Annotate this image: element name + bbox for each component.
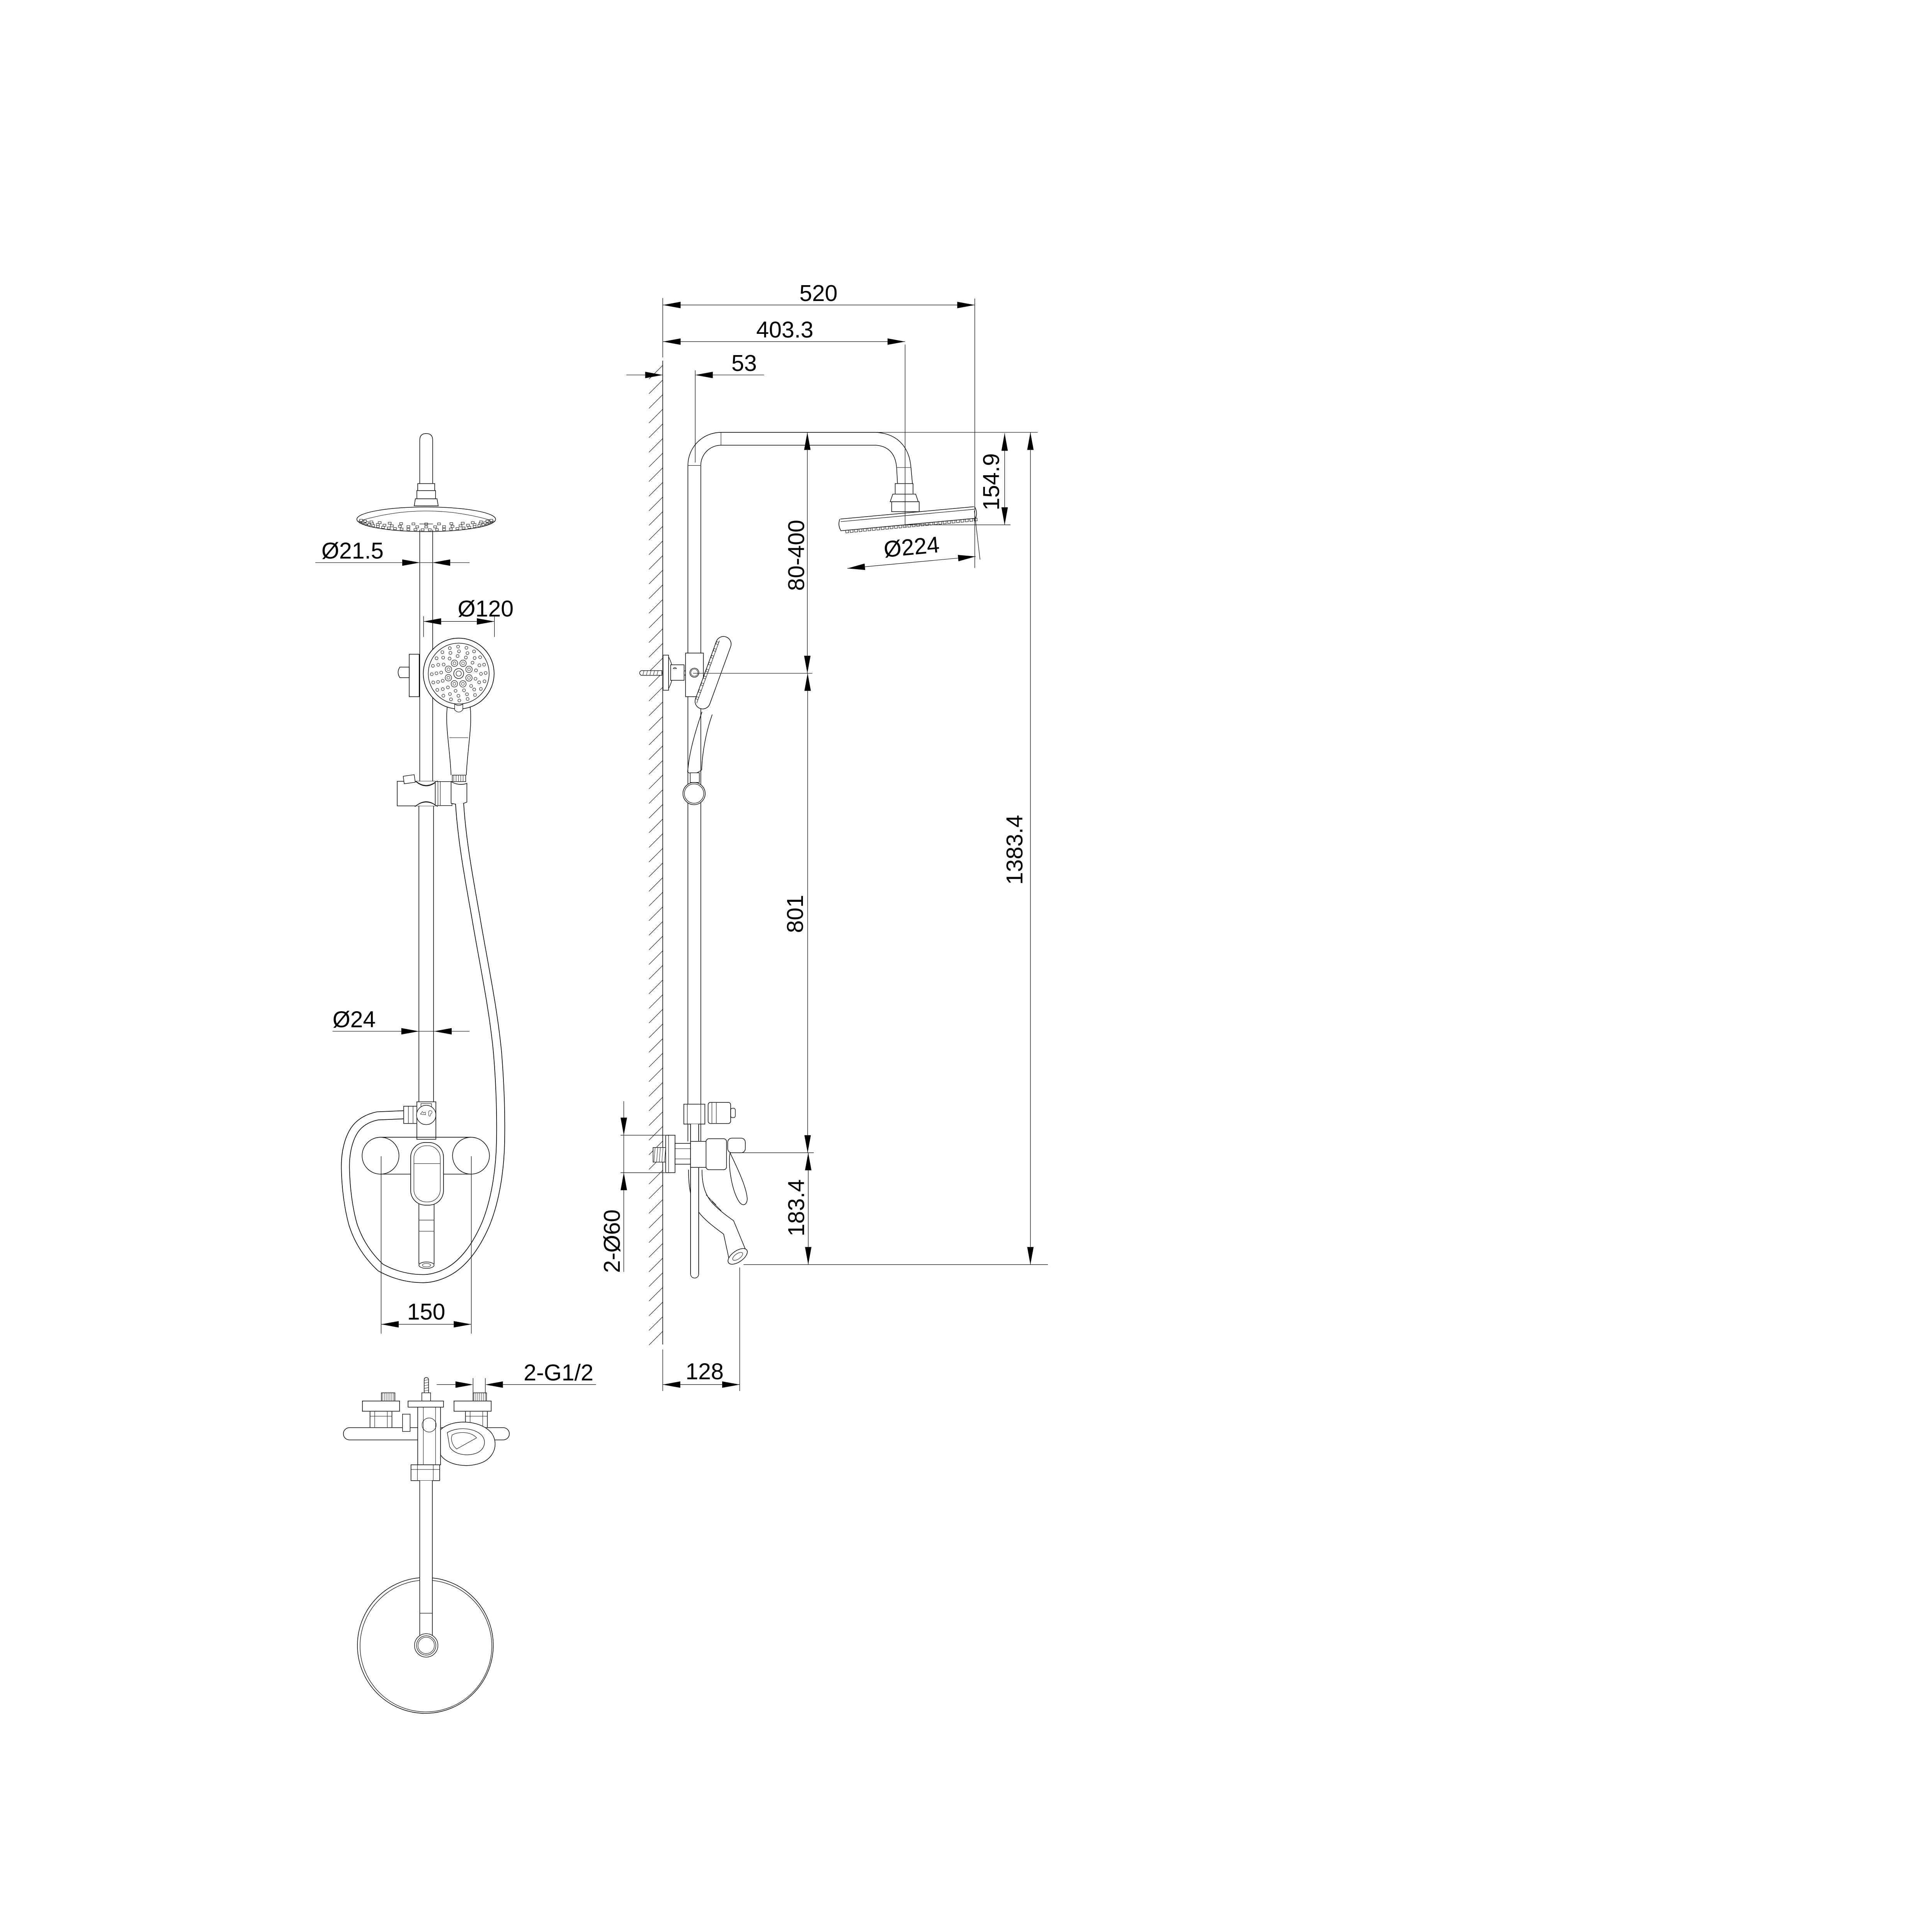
svg-text:Ø21.5: Ø21.5	[321, 538, 384, 563]
svg-text:Ø224: Ø224	[883, 532, 940, 562]
svg-text:520: 520	[799, 281, 838, 306]
svg-text:53: 53	[731, 350, 757, 376]
svg-text:801: 801	[782, 895, 808, 933]
svg-text:154.9: 154.9	[979, 453, 1004, 510]
svg-text:80-400: 80-400	[784, 520, 809, 591]
svg-text:150: 150	[407, 1299, 446, 1325]
svg-text:128: 128	[685, 1359, 724, 1384]
svg-text:183.4: 183.4	[784, 1179, 809, 1236]
svg-text:403.3: 403.3	[756, 317, 813, 342]
svg-text:1383.4: 1383.4	[1002, 815, 1027, 885]
svg-text:Ø24: Ø24	[333, 1007, 376, 1032]
svg-text:2-G1/2: 2-G1/2	[524, 1360, 594, 1386]
svg-text:2-Ø60: 2-Ø60	[599, 1209, 625, 1273]
svg-text:Ø120: Ø120	[458, 596, 514, 621]
